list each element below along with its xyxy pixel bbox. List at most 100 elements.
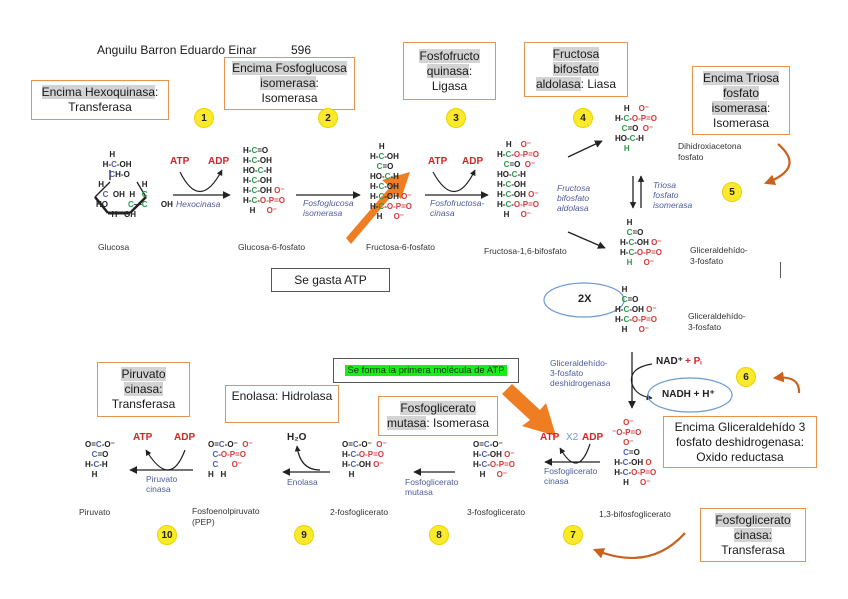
box-text: Transferasa [111,397,176,411]
nad-curve [630,363,653,401]
molecule-label-f6p: Fructosa-6-fosfato [366,242,435,252]
step-5: 5 [722,182,742,202]
glucosa-structure: H H-C-OH CH-O H H C OH H C HO C—C OH H O… [96,150,173,219]
enzyme-label-line: Gliceraldehído- [550,358,608,368]
box-text: Fructosa [552,47,600,61]
adp-label-7: ADP [582,432,604,443]
glucosa-ring [94,170,147,215]
enzyme-label-line: isomerasa [653,200,693,210]
molecule-label-line: Dihidroxiacetona [678,141,742,151]
step-1: 1 [194,108,214,128]
curved-arrow-7 [592,532,686,560]
piruvato-structure: O=C-O⁻ C=O H-C-H H [85,440,115,479]
nadh-label: NADH + H⁺ [662,389,715,400]
nad-label: NAD⁺ [656,356,683,367]
enzyme-box-fosfoglucosa-isomerasa: Encima Fosfoglucosa isomerasa: Isomerasa [224,57,355,110]
molecule-label-g6p: Glucosa-6-fosfato [238,242,306,252]
box-text: Fosfoglicerato [715,512,791,527]
enzyme-label-line: deshidrogenasa [550,378,611,388]
note-primera-atp: Se forma la primera molécula de ATP [333,358,519,383]
enzyme-label-line: cinasa [544,476,569,486]
note-text: Se gasta ATP [294,273,367,287]
box-text: Isomerasa [712,115,770,130]
enzyme-label-line: Fosfoglicerato [544,466,598,476]
adp-label-10: ADP [174,432,196,443]
ellipse-2x [543,282,625,318]
enzyme-box-fosfoglicerato-mutasa: Fosfoglicerato mutasa: Isomerasa [378,396,498,436]
molecule-label-pg3: 3-fosfoglicerato [467,507,526,517]
molecule-label-line: Gliceraldehído- [690,245,748,255]
box-text: isomerasa [711,100,767,115]
enzyme-label-enolasa: Enolasa [287,477,318,487]
molecule-label-glucosa: Glucosa [98,242,130,252]
f16bp-structure: H O⁻ H-C-O-P=O C=O O⁻ HO-C-H H-C-OH H-C-… [497,140,540,219]
box-text: Enolasa: Hidrolasa [231,389,333,403]
water-label: H₂O [287,432,307,443]
enzyme-label-line: cinasa [430,208,455,218]
enzyme-label-line: mutasa [405,487,433,497]
box-text: : [155,85,159,99]
box-text: : Liasa [580,77,617,91]
enzyme-box-piruvato-cinasa: Piruvato cinasa: Transferasa [97,362,190,417]
atp-production-curve-10 [145,449,186,471]
ellipse-nadh [647,377,733,413]
box-text: : [315,76,319,90]
two-x-label: 2X [578,293,592,305]
step-7: 7 [563,525,583,545]
atp-production-curve-7 [559,443,591,464]
step-2: 2 [318,108,338,128]
atp-label-1: ATP [170,156,190,167]
atp-consumption-curve-3 [432,169,476,192]
curved-arrow-6 [772,371,801,394]
note-text: Se forma la primera molécula de ATP [345,365,507,376]
enzyme-label-line: bifosfato [557,193,590,203]
pg2-structure: O=C-O⁻ O⁻ H-C-O-P=O H-C-OH O⁻ H [342,440,387,479]
molecule-label-line: Fosfoenolpiruvato [192,506,260,516]
x2-label: X2 [566,432,579,443]
box-text: aldolasa [535,77,581,91]
box-text: mutasa [386,416,427,430]
box-text: Isomerasa [261,91,318,105]
enzyme-label-line: aldolasa [557,203,589,213]
step-4: 4 [573,108,593,128]
box-text: Transferasa [68,100,132,114]
box-text: quinasa [426,63,469,78]
molecule-label-pg2: 2-fosfoglicerato [330,507,389,517]
enzyme-label-line: fosfato [653,190,679,200]
box-text: fosfato [722,85,760,100]
enzyme-label-line: isomerasa [303,208,343,218]
g3p-structure: H C=O H-C-OH O⁻ H-C-O-P=O H O⁻ [620,218,663,267]
enzyme-box-fosfoglicerato-cinasa: Fosfoglicerato cinasa: Transferasa [700,508,806,562]
step-3: 3 [446,108,466,128]
pg3-structure: O=C-O⁻ H-C-OH O⁻ H-C-O-P=O H O⁻ [473,440,516,479]
molecule-label-line: fosfato [678,152,704,162]
water-curve [294,445,321,471]
enzyme-label-line: 3-fosfato [550,368,584,378]
enzyme-box-gapdh: Encima Gliceraldehído 3 fosfato deshidro… [663,416,817,468]
molecule-label-g3p: Gliceraldehído-3-fosfato [690,245,748,267]
enzyme-box-aldolasa: Fructosa bifosfato aldolasa: Liasa [524,42,628,97]
enzyme-label-line: Fosfoglicerato [405,477,459,487]
box-text: Encima Gliceraldehído 3 [674,419,806,434]
molecule-label-line: (PEP) [192,517,215,527]
box-text: Fosfoglicerato [400,401,476,415]
box-text: cinasa: [733,527,773,542]
f6p-structure: H H-C-OH C=O HO-C-H H-C-OH H-C-OH O⁻ H-C… [370,142,413,221]
molecule-label-line: Gliceraldehído- [688,311,746,321]
box-text: Encima Hexoquinasa [41,85,156,99]
box-text: Encima Fosfoglucosa [232,61,347,75]
enzyme-box-triosa-isomerasa: Encima Triosa fosfato isomerasa: Isomera… [692,66,790,135]
molecule-label-line: 3-fosfato [690,256,724,266]
molecule-label-pep: Fosfoenolpiruvato(PEP) [192,506,260,528]
box-text: cinasa: [124,382,163,396]
box-text: Transferasa [721,542,785,557]
enzyme-label-line: Fructosa [557,183,591,193]
enzyme-label-fosfofructo: Fosfofructosa-cinasa [430,198,484,218]
